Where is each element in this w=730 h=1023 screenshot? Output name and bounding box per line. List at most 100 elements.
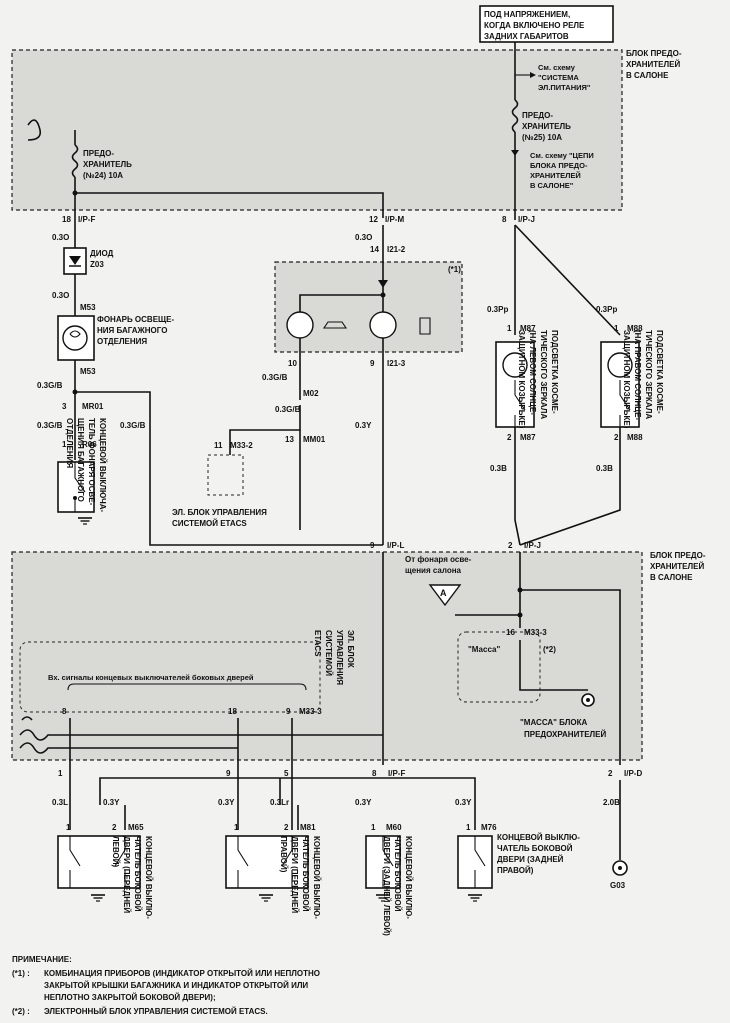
conn-ipj2: I/P-J bbox=[524, 541, 541, 550]
power-note-line-2: КОГДА ВКЛЮЧЕНО РЕЛЕ bbox=[484, 21, 585, 30]
conn-9c: 9 bbox=[286, 707, 291, 716]
conn-m332: M33-2 bbox=[230, 441, 253, 450]
conn-2-m81: 2 bbox=[284, 823, 289, 832]
mass-label: "Масса" bbox=[468, 645, 500, 654]
conn-13: 13 bbox=[285, 435, 294, 444]
conn-mm01: MM01 bbox=[303, 435, 326, 444]
fuse25-2: ХРАНИТЕЛЬ bbox=[522, 122, 571, 131]
lamp-trunk-2: НИЯ БАГАЖНОГО bbox=[97, 326, 167, 335]
conn-ipl: I/P-L bbox=[387, 541, 404, 550]
conn-18: 18 bbox=[62, 215, 71, 224]
conn-2-m88: 2 bbox=[614, 433, 619, 442]
note2-text: ЭЛЕКТРОННЫЙ БЛОК УПРАВЛЕНИЯ СИСТЕМОЙ ETA… bbox=[44, 1007, 268, 1016]
wire-gb5: 0.3G/B bbox=[275, 405, 301, 414]
conn-11: 11 bbox=[214, 441, 223, 450]
node-a: A bbox=[440, 588, 447, 598]
conn-1-m88: 1 bbox=[614, 324, 619, 333]
wire-gb2: 0.3G/B bbox=[37, 421, 63, 430]
note1-mark: (*1) : bbox=[12, 969, 30, 978]
door-rr-1: КОНЦЕВОЙ ВЫКЛЮ- bbox=[497, 833, 580, 842]
fuse25-3: (№25) 10A bbox=[522, 133, 562, 142]
wire-o30a: 0.3O bbox=[52, 233, 69, 242]
conn-2-m65: 2 bbox=[112, 823, 117, 832]
conn-ipm: I/P-M bbox=[385, 215, 404, 224]
conn-m60: M60 bbox=[386, 823, 402, 832]
door-rr-2: ЧАТЕЛЬ БОКОВОЙ bbox=[497, 844, 573, 853]
etacs-label-1: ЭЛ. БЛОК УПРАВЛЕНИЯ bbox=[172, 508, 267, 517]
ref-fb-4: В САЛОНЕ" bbox=[530, 181, 574, 190]
wire-o30b: 0.3O bbox=[52, 291, 69, 300]
fuse24-3: (№24) 10A bbox=[83, 171, 123, 180]
conn-9: 9 bbox=[370, 359, 375, 368]
door-fr-label: КОНЦЕВОЙ ВЫКЛЮ-ЧАТЕЛЬ БОКОВОЙДВЕРИ (ПЕРЕ… bbox=[279, 836, 321, 919]
conn-ipf: I/P-F bbox=[78, 215, 95, 224]
top-block-label-3: В САЛОНЕ bbox=[626, 71, 669, 80]
ref-power-2: "СИСТЕМА bbox=[538, 73, 579, 82]
wire-pp1: 0.3Pp bbox=[487, 305, 508, 314]
wire-gb1: 0.3G/B bbox=[37, 381, 63, 390]
from-lamp-1: От фонаря осве- bbox=[405, 555, 472, 564]
note2-mark: (*2) : bbox=[12, 1007, 30, 1016]
conn-m53a: M53 bbox=[80, 303, 96, 312]
bot-block-label-3: В САЛОНЕ bbox=[650, 573, 693, 582]
svg-text:ПРЕДО-ХРАНИТЕЛЬ(№25) 10A: ПРЕДО-ХРАНИТЕЛЬ(№25) 10A bbox=[522, 111, 571, 142]
conn-16: 16 bbox=[506, 628, 515, 637]
mirror-left-label: ПОДСВЕТКА КОСМЕ-ТИЧЕСКОГО ЗЕРКАЛА(НА ЛЕВ… bbox=[517, 330, 559, 429]
conn-3: 3 bbox=[62, 402, 67, 411]
wire-l1: 0.3L bbox=[52, 798, 68, 807]
conn-m87a: M87 bbox=[520, 324, 536, 333]
wire-y5: 0.3Y bbox=[455, 798, 472, 807]
ref-power-1: См. схему bbox=[538, 63, 576, 72]
conn-2b: 2 bbox=[508, 541, 513, 550]
wire-gb3: 0.3G/B bbox=[120, 421, 146, 430]
conn-m81: M81 bbox=[300, 823, 316, 832]
conn-10: 10 bbox=[288, 359, 297, 368]
conn-2-m87: 2 bbox=[507, 433, 512, 442]
conn-ipd: I/P-D bbox=[624, 769, 642, 778]
conn-9b: 9 bbox=[370, 541, 375, 550]
etacs-box bbox=[207, 454, 244, 496]
conn-12: 12 bbox=[369, 215, 378, 224]
etacs-vertical-label: ЭЛ. БЛОКУПРАВЛЕНИЯСИСТЕМОЙETACS bbox=[313, 630, 355, 685]
cluster-note-1: (*1) bbox=[448, 265, 461, 274]
conn-mr01: MR01 bbox=[82, 402, 104, 411]
wire-pp2: 0.3Pp bbox=[596, 305, 617, 314]
wire-b20: 2.0B bbox=[603, 798, 620, 807]
power-note-line-1: ПОД НАПРЯЖЕНИЕМ, bbox=[484, 10, 570, 19]
instrument-cluster-block bbox=[274, 261, 463, 353]
svg-text:ФОНАРЬ ОСВЕЩЕ-НИЯ БАГАЖНОГООТД: ФОНАРЬ ОСВЕЩЕ- НИЯ БАГАЖНОГО ОТДЕЛЕНИЯ bbox=[97, 315, 175, 346]
etacs-note-2: (*2) bbox=[543, 645, 556, 654]
conn-8b: 8 bbox=[62, 707, 67, 716]
conn-i212: I21-2 bbox=[387, 245, 406, 254]
conn-m65: M65 bbox=[128, 823, 144, 832]
fuse-ground-2: ПРЕДОХРАНИТЕЛЕЙ bbox=[524, 730, 606, 739]
door-rr-4: ПРАВОЙ) bbox=[497, 866, 534, 875]
conn-ipf2: I/P-F bbox=[388, 769, 405, 778]
conn-1-m76: 1 bbox=[466, 823, 471, 832]
ref-fb-3: ХРАНИТЕЛЕЙ bbox=[530, 171, 581, 180]
ref-fb-1: См. схему "ЦЕПИ bbox=[530, 151, 594, 160]
power-note-line-3: ЗАДНИХ ГАБАРИТОВ bbox=[484, 32, 569, 41]
wire-o30c: 0.3O bbox=[355, 233, 372, 242]
lamp-trunk-1: ФОНАРЬ ОСВЕЩЕ- bbox=[97, 315, 175, 324]
ref-fb-2: БЛОКА ПРЕДО- bbox=[530, 161, 588, 170]
wire-y3: 0.3Y bbox=[218, 798, 235, 807]
lamp-trunk-3: ОТДЕЛЕНИЯ bbox=[97, 337, 147, 346]
wire-y2: 0.3Y bbox=[103, 798, 120, 807]
power-note-box bbox=[479, 5, 614, 43]
fuse24-1: ПРЕДО- bbox=[83, 149, 114, 158]
wire-y4: 0.3Y bbox=[355, 798, 372, 807]
conn-m333a: M33-3 bbox=[524, 628, 547, 637]
wire-y1: 0.3Y bbox=[355, 421, 372, 430]
svg-text:ПОД НАПРЯЖЕНИЕМ,КОГДА ВКЛЮЧЕНО: ПОД НАПРЯЖЕНИЕМ, КОГДА ВКЛЮЧЕНО РЕЛЕ ЗАДНИ… bbox=[484, 10, 585, 41]
top-block-label-1: БЛОК ПРЕДО- bbox=[626, 49, 682, 58]
top-block-label-2: ХРАНИТЕЛЕЙ bbox=[626, 60, 680, 69]
conn-1b: 1 bbox=[58, 769, 63, 778]
ref-power-3: ЭЛ.ПИТАНИЯ" bbox=[538, 83, 591, 92]
